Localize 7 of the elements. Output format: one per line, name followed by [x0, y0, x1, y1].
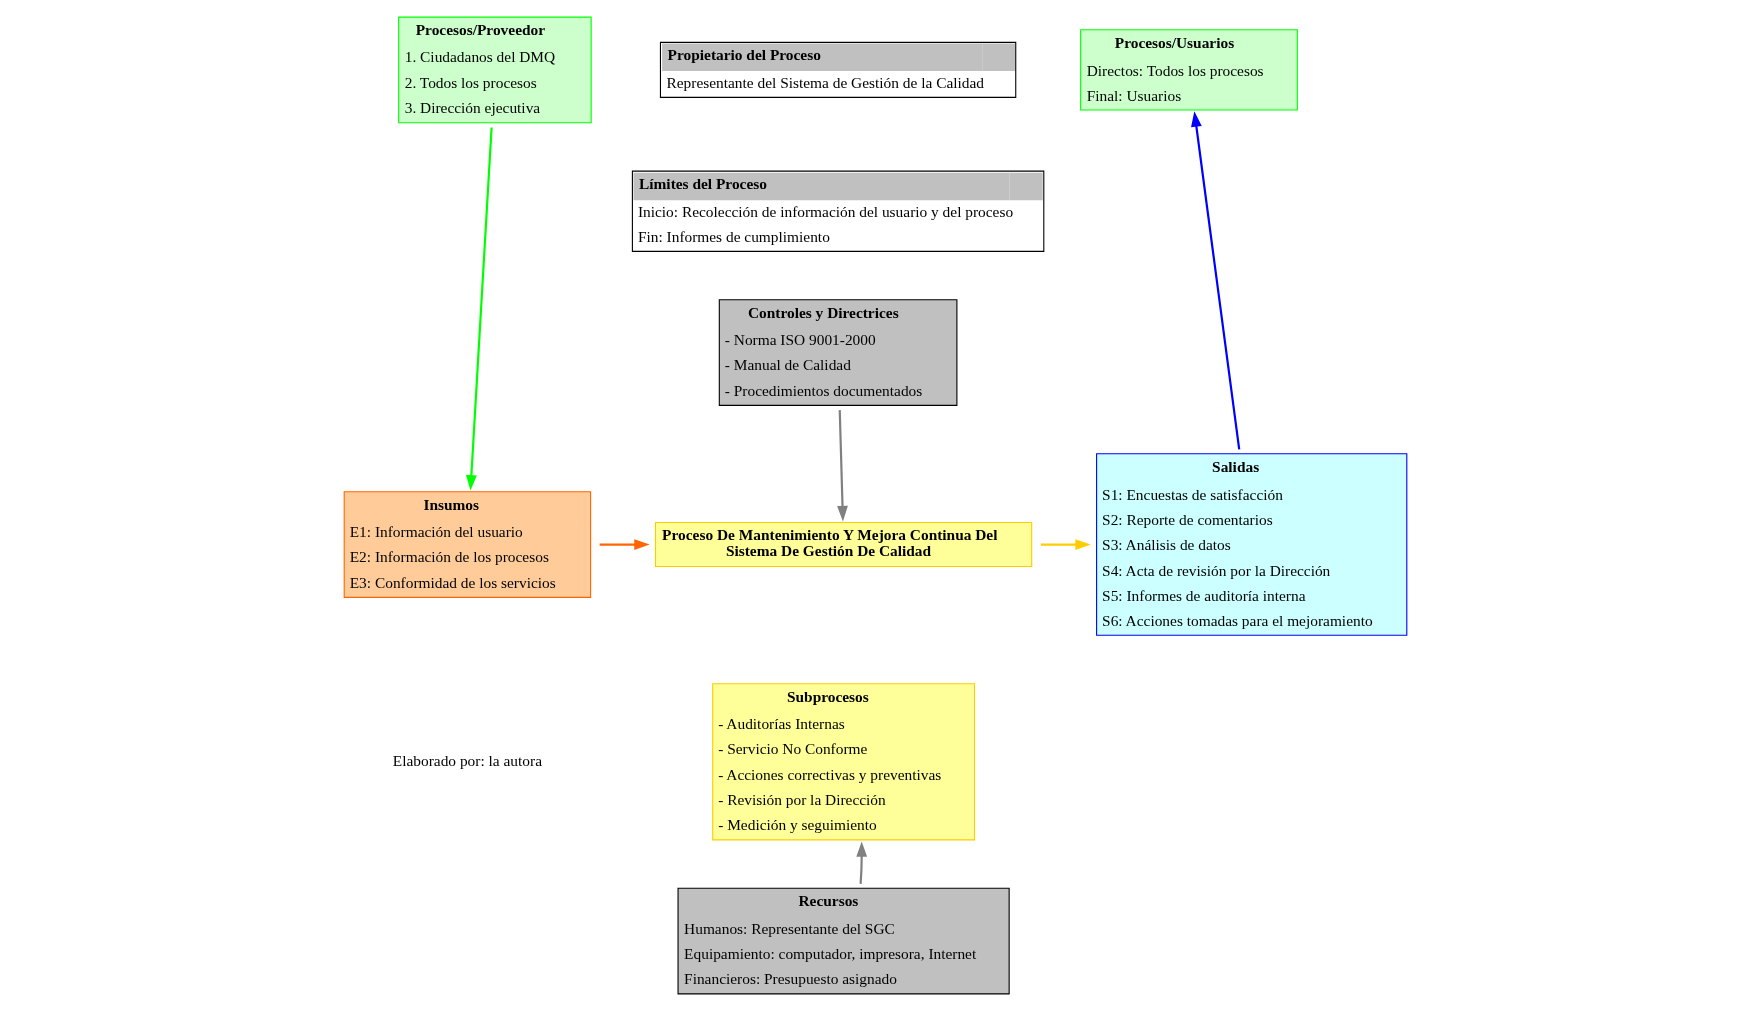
arrow — [837, 410, 848, 522]
arrow — [1040, 539, 1091, 550]
label: Elaborado por: la autora — [392, 751, 542, 769]
arrow — [466, 127, 493, 491]
arrow — [599, 539, 650, 550]
arrow — [1191, 111, 1241, 450]
arrow — [856, 841, 868, 884]
